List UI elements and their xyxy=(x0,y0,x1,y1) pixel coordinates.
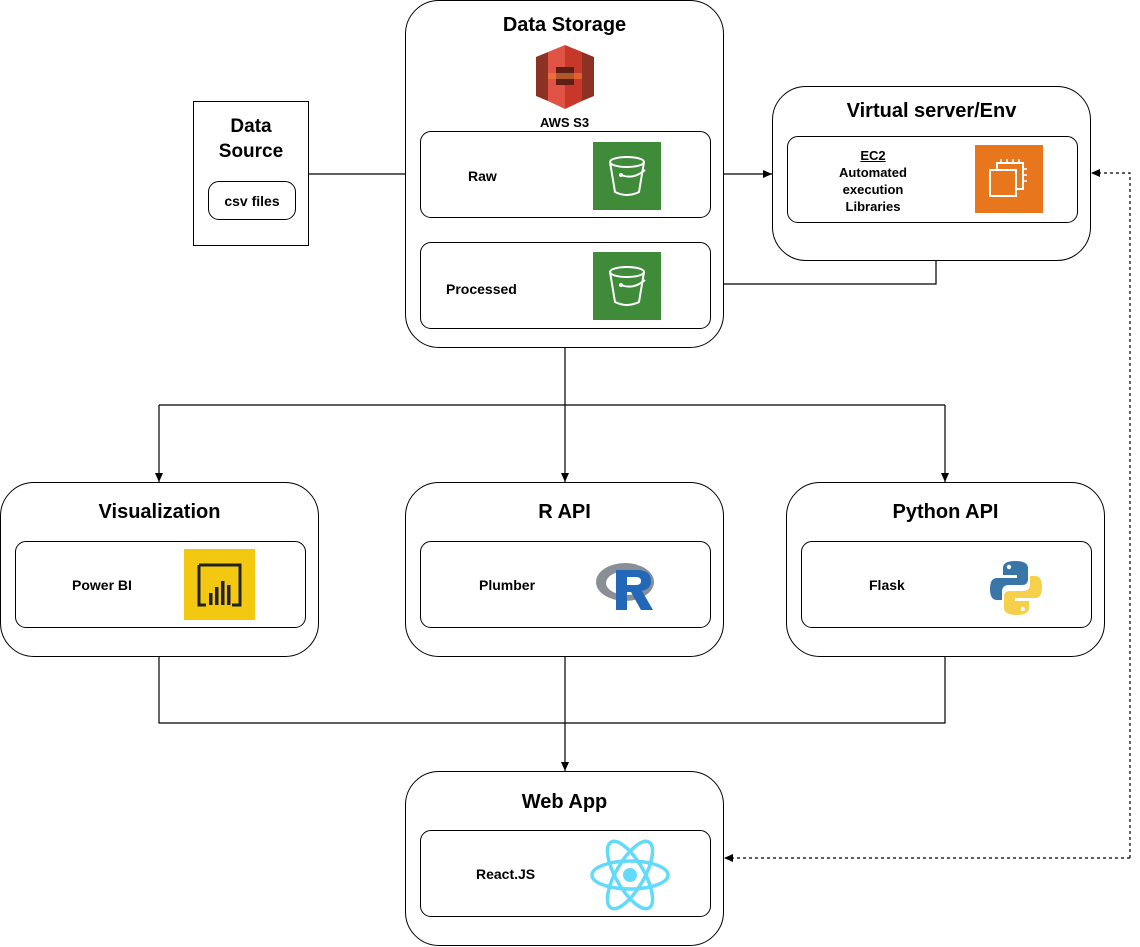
web-app-panel: Web App React.JS xyxy=(405,771,724,946)
line-visualization-down xyxy=(158,627,565,724)
ec2-line-libraries: Libraries xyxy=(845,199,901,214)
data-source-title-line1: Data xyxy=(230,116,272,137)
flask-item[interactable]: Flask xyxy=(801,541,1092,628)
power-bi-item[interactable]: Power BI xyxy=(15,541,306,628)
s3-bucket-icon xyxy=(593,252,661,320)
virtual-server-title: Virtual server/Env xyxy=(846,100,1017,122)
visualization-panel: Visualization Power BI xyxy=(0,482,319,657)
ec2-line-execution: execution xyxy=(842,182,904,197)
data-source-panel: Data Source csv files xyxy=(193,101,309,246)
python-api-title: Python API xyxy=(892,501,999,523)
react-item[interactable]: React.JS xyxy=(420,830,711,917)
r-api-panel: R API Plumber xyxy=(405,482,724,657)
csv-files-label: csv files xyxy=(224,193,280,209)
r-logo-icon xyxy=(596,563,654,610)
flask-label: Flask xyxy=(869,577,905,593)
processed-label: Processed xyxy=(446,281,517,297)
raw-bucket[interactable]: Raw xyxy=(420,131,711,218)
s3-bucket-icon xyxy=(593,142,661,210)
data-storage-panel: Data Storage AWS S3 Raw Processed xyxy=(405,0,724,348)
power-bi-icon xyxy=(184,549,255,620)
data-source-title-line2: Source xyxy=(218,141,284,162)
virtual-server-panel: Virtual server/Env EC2 Automated executi… xyxy=(772,86,1091,261)
ec2-description: EC2 Automated execution Libraries xyxy=(800,147,946,215)
react-icon xyxy=(590,839,670,911)
r-api-title: R API xyxy=(538,501,591,523)
react-label: React.JS xyxy=(476,866,536,882)
visualization-title: Visualization xyxy=(98,501,221,523)
web-app-title: Web App xyxy=(521,791,608,813)
power-bi-label: Power BI xyxy=(72,577,132,593)
processed-bucket[interactable]: Processed xyxy=(420,242,711,329)
csv-files-item[interactable]: csv files xyxy=(208,181,296,220)
ec2-instance-icon xyxy=(975,145,1043,213)
plumber-label: Plumber xyxy=(479,577,536,593)
ec2-instance[interactable]: EC2 Automated execution Libraries xyxy=(787,136,1078,223)
data-source-title: Data Source xyxy=(194,114,308,164)
aws-s3-icon xyxy=(536,45,594,109)
data-storage-title: Data Storage xyxy=(502,14,627,36)
python-api-panel: Python API Flask xyxy=(786,482,1105,657)
raw-label: Raw xyxy=(468,168,497,184)
python-icon xyxy=(990,561,1042,615)
plumber-item[interactable]: Plumber xyxy=(420,541,711,628)
line-python-down xyxy=(565,627,946,724)
aws-s3-caption: AWS S3 xyxy=(539,115,590,130)
ec2-label: EC2 xyxy=(860,148,886,163)
ec2-line-automated: Automated xyxy=(839,165,907,180)
dotted-ec2-web-link xyxy=(1091,169,1131,858)
